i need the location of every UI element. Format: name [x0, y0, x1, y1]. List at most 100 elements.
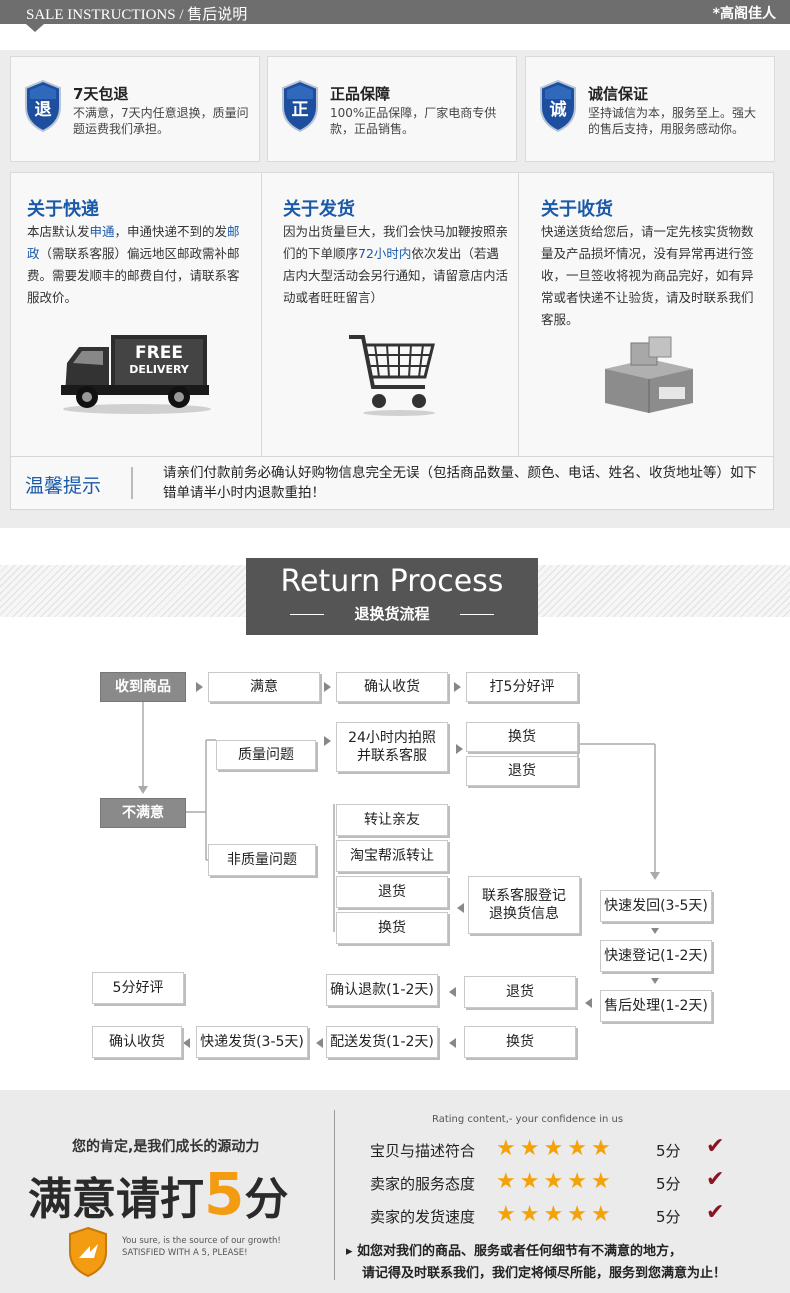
rating-row-label: 卖家的发货速度 — [370, 1208, 476, 1226]
guarantee-badge: 诚 — [549, 100, 567, 120]
info-panel: 关于快递 本店默认发申通，申通快递不到的发邮政（需联系客服）偏远地区邮政需补邮费… — [10, 172, 774, 494]
shield-icon — [282, 79, 318, 133]
orange-shield-icon — [69, 1226, 107, 1278]
shopping-cart-icon — [349, 335, 435, 416]
flow-confirm-receipt: 确认收货 — [336, 672, 448, 702]
express-highlight: 申通 — [89, 224, 115, 239]
flow-contact-register: 联系客服登记 退换货信息 — [468, 876, 580, 934]
package-icon — [605, 336, 693, 413]
star-icon: ★ — [543, 1169, 564, 1194]
sales-panel: 退 7天包退 不满意，7天内任意退换，质量问题运费我们承担。 正 正品保障 10… — [0, 50, 790, 528]
flow-taobao-transfer: 淘宝帮派转让 — [336, 840, 448, 872]
star-icon: ★ — [496, 1202, 516, 1227]
guarantee-title: 7天包退 — [73, 85, 129, 103]
banner-line — [460, 614, 494, 615]
shield-icon — [25, 79, 61, 133]
flow-photo-line2: 并联系客服 — [357, 748, 427, 764]
guarantee-return: 退 7天包退 不满意，7天内任意退换，质量问题运费我们承担。 — [10, 56, 260, 162]
star-icon: ★ — [543, 1136, 564, 1161]
flow-nonquality-issue: 非质量问题 — [208, 844, 316, 876]
guarantee-badge: 退 — [34, 100, 52, 120]
star-icon: ★ — [567, 1169, 587, 1194]
return-flowchart: 收到商品 满意 确认收货 打5分好评 不满意 质量问题 24小时内拍照 并联系客… — [0, 660, 790, 1070]
guarantee-genuine: 正 正品保障 100%正品保障，厂家电商专供款，正品销售。 — [267, 56, 517, 162]
rating-row-label: 卖家的服务态度 — [370, 1175, 476, 1193]
star-icon: ★ — [519, 1136, 540, 1161]
flow-return-nq: 退货 — [336, 876, 448, 908]
truck-label-free: FREE — [135, 343, 183, 363]
rating-section: 您的肯定,是我们成长的源动力 满意请打5分 You sure, is the s… — [0, 1090, 790, 1293]
shipping-highlight: 72小时内 — [358, 246, 412, 261]
header-bar: SALE INSTRUCTIONS / 售后说明 *高阁佳人 — [0, 0, 790, 24]
star-icon: ★ — [543, 1202, 564, 1227]
star-icon: ★ — [496, 1169, 516, 1194]
flow-register: 快速登记(1-2天) — [600, 940, 712, 972]
truck-label-delivery: DELIVERY — [129, 363, 189, 376]
flow-satisfied: 满意 — [208, 672, 320, 702]
star-icon: ★ — [519, 1169, 540, 1194]
star-icon: ★ — [590, 1202, 611, 1227]
star-icon: ★ — [567, 1136, 587, 1161]
flow-photo-line1: 24小时内拍照 — [348, 730, 436, 746]
flow-exchange: 换货 — [466, 722, 578, 752]
flow-contact-line1: 联系客服登记 — [482, 888, 566, 904]
flow-rate-five: 打5分好评 — [466, 672, 578, 702]
tip-box: 温馨提示 请亲们付款前务必确认好购物信息完全无误（包括商品数量、颜色、电话、姓名… — [10, 456, 774, 510]
rating-row-score: 5分 — [656, 1208, 681, 1226]
shipping-text: 因为出货量巨大，我们会快马加鞭按照亲们的下单顺序72小时内依次发出（若遇店内大型… — [283, 224, 509, 305]
flow-five-star: 5分好评 — [92, 972, 184, 1004]
flow-confirm-receipt-final: 确认收货 — [92, 1026, 182, 1058]
receiving-title: 关于收货 — [541, 199, 613, 220]
tip-text: 请亲们付款前务必确认好购物信息完全无误（包括商品数量、颜色、电话、姓名、收货地址… — [163, 465, 757, 501]
brand-name: *高阁佳人 — [712, 6, 776, 22]
header-title: SALE INSTRUCTIONS / 售后说明 — [26, 7, 248, 23]
rating-en-line1: You sure, is the source of our growth! — [122, 1236, 281, 1246]
flow-connectors — [138, 682, 660, 1048]
rating-big-slogan: 满意请打5分 — [28, 1160, 289, 1228]
rating-big-five: 5 — [204, 1160, 245, 1228]
flow-quality-issue: 质量问题 — [216, 740, 316, 770]
return-process-title-en: Return Process — [280, 564, 504, 599]
flow-dispatch: 配送发货(1-2天) — [326, 1026, 438, 1058]
flow-received: 收到商品 — [100, 672, 186, 702]
guarantee-badge: 正 — [291, 100, 309, 120]
divider — [518, 173, 519, 493]
guarantee-desc: 不满意，7天内任意退换，质量问题运费我们承担。 — [73, 106, 249, 136]
divider — [261, 173, 262, 493]
flow-express-ship: 快递发货(3-5天) — [196, 1026, 308, 1058]
checkmark-icon: ✔ — [706, 1200, 725, 1225]
shipping-title: 关于发货 — [283, 199, 355, 220]
flow-contact-line2: 退换货信息 — [489, 906, 559, 922]
rating-stars: ★★★★★ — [496, 1202, 615, 1227]
flow-transfer-friend: 转让亲友 — [336, 804, 448, 836]
checkmark-icon: ✔ — [706, 1134, 725, 1159]
star-icon: ★ — [567, 1202, 587, 1227]
express-title: 关于快递 — [27, 199, 99, 220]
banner-line — [290, 614, 324, 615]
header-pointer — [26, 24, 44, 32]
flow-unsatisfied: 不满意 — [100, 798, 186, 828]
shield-icon — [540, 79, 576, 133]
rating-stars: ★★★★★ — [496, 1169, 615, 1194]
rating-row-label: 宝贝与描述符合 — [370, 1142, 476, 1160]
flow-return-final: 退货 — [464, 976, 576, 1008]
flow-return: 退货 — [466, 756, 578, 786]
rating-foot-line2: 请记得及时联系我们，我们定将倾尽所能，服务到您满意为止！ — [362, 1266, 727, 1281]
guarantee-integrity: 诚 诚信保证 坚持诚信为本，服务至上。强大的售后支持，用服务感动你。 — [525, 56, 775, 162]
express-highlight: 邮政 — [27, 224, 240, 261]
rating-stars: ★★★★★ — [496, 1136, 615, 1161]
return-process-title-cn: 退换货流程 — [354, 605, 430, 623]
star-icon: ★ — [519, 1202, 540, 1227]
rating-tagline: 您的肯定,是我们成长的源动力 — [72, 1139, 260, 1155]
flow-exchange-nq: 换货 — [336, 912, 448, 944]
flow-exchange-final: 换货 — [464, 1026, 576, 1058]
star-icon: ★ — [590, 1169, 611, 1194]
star-icon: ★ — [496, 1136, 516, 1161]
rating-en-line2: SATISFIED WITH A 5, PLEASE! — [122, 1248, 248, 1258]
rating-divider — [334, 1110, 335, 1280]
express-text: 本店默认发申通，申通快递不到的发邮政（需联系客服）偏远地区邮政需补邮费。需要发顺… — [27, 224, 240, 305]
guarantee-title: 诚信保证 — [588, 85, 649, 103]
star-icon: ★ — [590, 1136, 611, 1161]
flow-photo-contact: 24小时内拍照 并联系客服 — [336, 722, 448, 772]
rating-header: Rating content,- your confidence in us — [432, 1114, 624, 1125]
